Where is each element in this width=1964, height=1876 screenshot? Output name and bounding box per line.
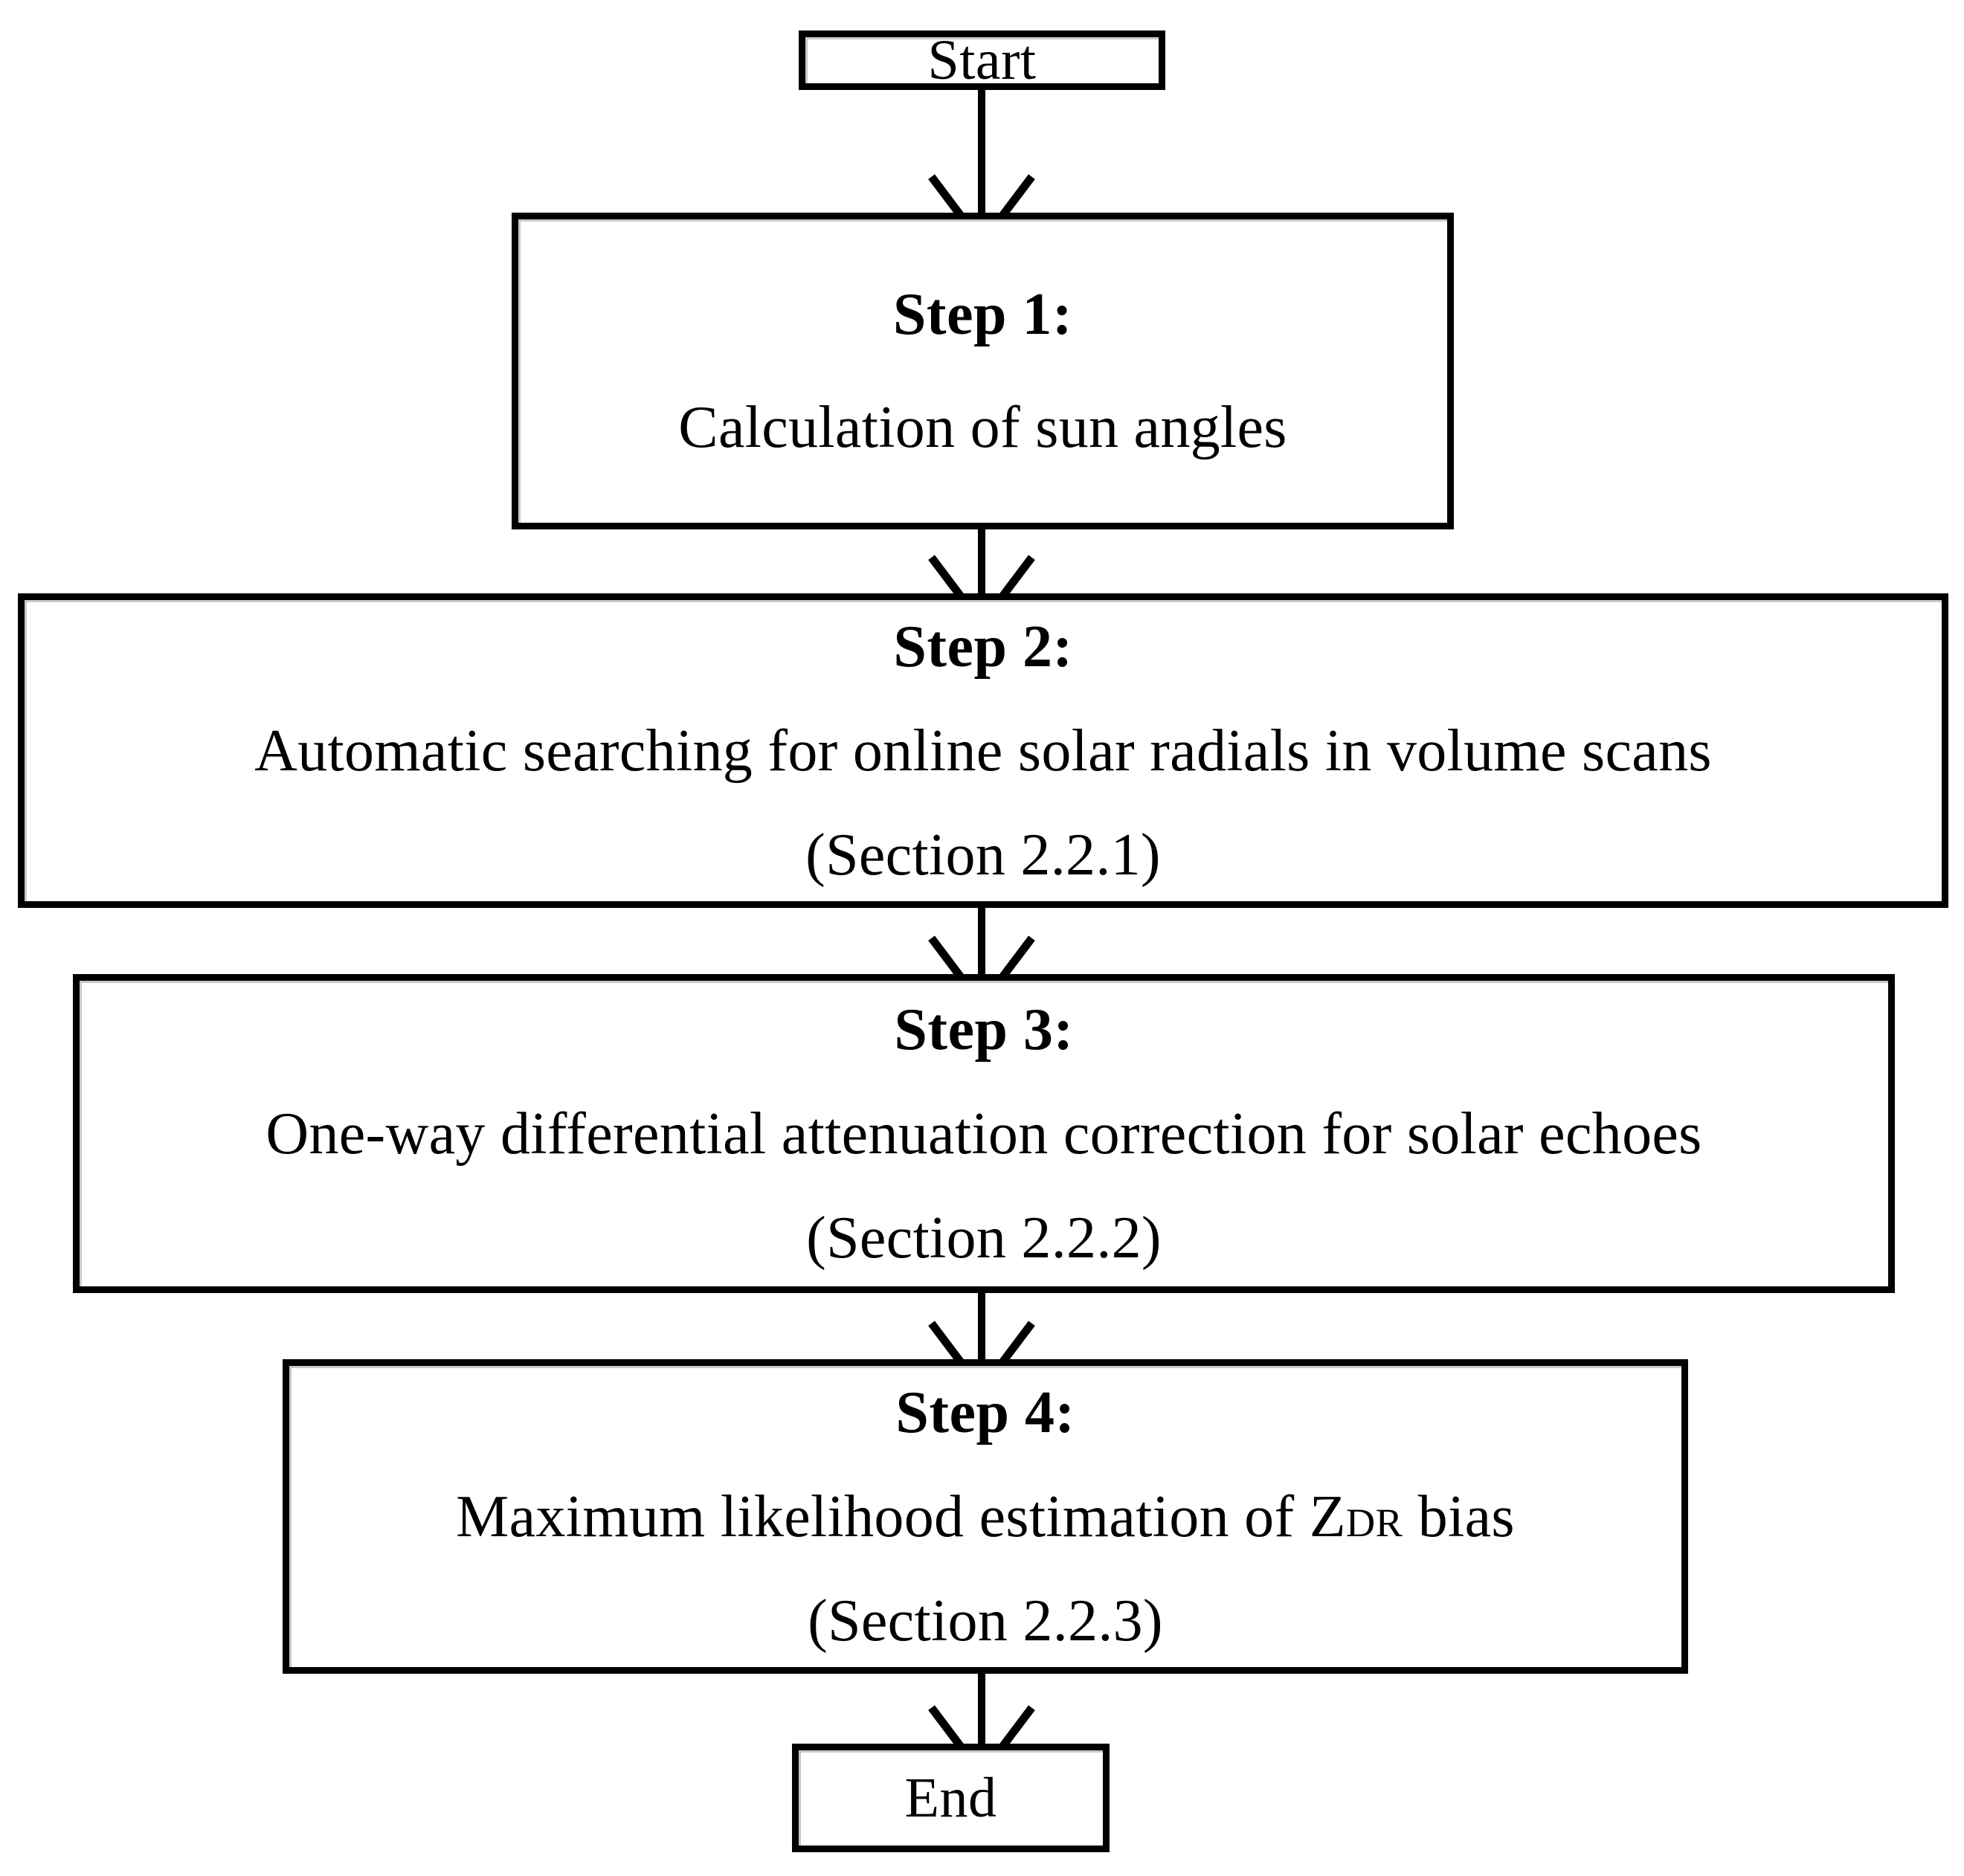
node-step3[interactable]: Step 3: One-way differential attenuation… — [73, 974, 1895, 1293]
node-start-label: Start — [927, 29, 1037, 91]
node-end[interactable]: End — [792, 1744, 1110, 1852]
node-step4-section: (Section 2.2.3) — [808, 1587, 1163, 1654]
node-step4-body-subscript: DR — [1345, 1500, 1403, 1545]
node-end-label: End — [904, 1767, 997, 1829]
connector-shaft — [978, 1293, 985, 1359]
node-step4-body: Maximum likelihood estimation of ZDR bia… — [289, 1487, 1681, 1547]
node-step1-heading: Step 1: — [892, 282, 1073, 347]
arrowhead-down-icon — [928, 167, 1035, 220]
node-step3-heading: Step 3: — [894, 996, 1074, 1063]
node-step4[interactable]: Step 4: Maximum likelihood estimation of… — [283, 1359, 1688, 1674]
node-step1-body: Calculation of sun angles — [678, 395, 1287, 460]
arrowhead-down-icon — [928, 1698, 1035, 1751]
arrowhead-down-icon — [928, 928, 1035, 981]
node-start[interactable]: Start — [799, 30, 1165, 90]
arrowhead-down-icon — [928, 1313, 1035, 1367]
node-step4-heading: Step 4: — [895, 1379, 1075, 1445]
node-step1[interactable]: Step 1: Calculation of sun angles — [512, 213, 1454, 529]
connector-shaft — [978, 529, 985, 593]
node-step3-body: One-way differential attenuation correct… — [265, 1100, 1702, 1167]
connector-shaft — [978, 89, 985, 213]
node-step2-body: Automatic searching for online solar rad… — [254, 718, 1712, 784]
connector-shaft — [978, 908, 985, 974]
node-step4-body-prefix: Maximum likelihood estimation of Z — [456, 1483, 1346, 1550]
node-step2-heading: Step 2: — [893, 613, 1073, 680]
node-step2[interactable]: Step 2: Automatic searching for online s… — [18, 593, 1948, 908]
node-step2-section: (Section 2.2.1) — [805, 822, 1161, 888]
connector-shaft — [978, 1674, 985, 1744]
arrowhead-down-icon — [928, 547, 1035, 601]
node-step3-section: (Section 2.2.2) — [806, 1205, 1162, 1271]
node-step4-body-suffix: bias — [1403, 1483, 1515, 1550]
